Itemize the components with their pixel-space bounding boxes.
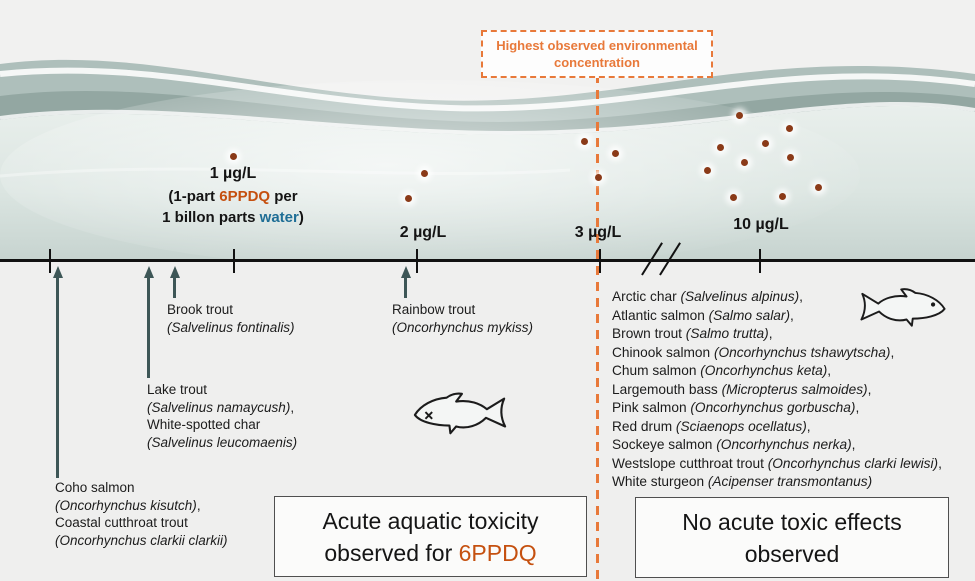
species-line: Chinook salmon (Oncorhynchus tshawytscha… [612,344,895,360]
species-line: White sturgeon (Acipenser transmontanus) [612,474,873,489]
axis-label-3ugL: 3 µg/L [574,224,622,241]
no-effect-box-line2: observed [744,540,840,567]
data-point-dot [785,124,793,132]
no-effect-species-list: Arctic char (Salvelinus alpinus), Atlanti… [612,288,942,492]
toxicity-box-line1: Acute aquatic toxicity [322,507,539,534]
axis-tick-3 [599,249,602,273]
axis-tick-0 [49,249,52,273]
data-point-dot [611,149,619,157]
species-line: Westslope cutthroat trout (Oncorhynchus … [612,455,942,471]
highest-concentration-callout: Highest observed environmental concentra… [481,30,713,78]
arrow-head-icon [400,266,411,278]
arrow-marker-lake-trout [143,266,154,378]
live-fish-icon [860,288,946,327]
data-point-dot [761,139,769,147]
species-line: Pink salmon (Oncorhynchus gorbuscha), [612,400,860,415]
data-point-dot [594,173,602,181]
environmental-concentration-line [596,74,599,581]
species-label-brook-trout: Brook trout (Salvelinus fontinalis) [167,301,295,336]
species-line: Chum salmon (Oncorhynchus keta), [612,363,832,378]
species-line: Coastal cutthroat trout [55,515,188,531]
arrow-marker-brook-trout [169,266,180,298]
species-line: Coho salmon [55,480,135,495]
species-line: Largemouth bass (Micropterus salmoides), [612,381,872,397]
axis-tick-2 [416,249,419,273]
axis-label-2ugL: 2 µg/L [399,224,447,241]
species-line: White-spotted char [147,417,261,433]
species-line: (Oncorhynchus mykiss) [392,319,534,335]
concentration-axis [0,259,975,262]
data-point-dot [404,194,412,202]
arrow-head-icon [143,266,154,278]
species-line: (Oncorhynchus kisutch), [55,497,201,513]
concentration-definition: 1 µg/L (1-part 6PPDQ per 1 billon parts … [162,165,304,228]
species-line: Sockeye salmon (Oncorhynchus nerka), [612,437,856,452]
species-line: (Oncorhynchus clarkii clarkii) [55,532,228,548]
data-point-dot [703,166,711,174]
data-point-dot [420,169,428,177]
species-label-rainbow-trout: Rainbow trout (Oncorhynchus mykiss) [392,301,533,336]
species-line: Rainbow trout [392,302,476,317]
axis-label-1ugL: 1 µg/L [209,165,257,182]
toxicity-observed-box: Acute aquatic toxicity observed for 6PPD… [274,496,587,577]
data-point-dot [735,111,743,119]
data-point-dot [580,137,588,145]
species-line: Lake trout [147,382,208,397]
species-line: (Salvelinus namaycush), [147,399,295,415]
chem-6ppdq-text: 6PPDQ [458,539,537,566]
axis-tick-1 [233,249,236,273]
axis-tick-10 [759,249,762,273]
arrow-head-icon [52,266,63,278]
species-line: Arctic char (Salvelinus alpinus), [612,289,803,304]
species-line: Brown trout (Salmo trutta), [612,326,773,341]
dot-eye-icon [930,302,936,307]
data-point-dot [778,192,786,200]
arrow-marker-rainbow-trout [400,266,411,298]
data-point-dot [740,158,748,166]
water-illustration [0,0,975,262]
axis-label-10ugL: 10 µg/L [733,216,789,233]
callout-text-line2: concentration [554,55,640,70]
species-label-coho-salmon: Coho salmon (Oncorhynchus kisutch), Coasta… [55,479,228,549]
species-line: (Salvelinus leucomaenis) [147,434,298,450]
data-point-dot [786,153,794,161]
data-point-dot [729,193,737,201]
toxicity-box-line2: observed for 6PPDQ [324,539,537,566]
species-line: (Salvelinus fontinalis) [167,319,295,335]
data-point-dot [716,143,724,151]
species-line: Red drum (Sciaenops ocellatus), [612,418,811,434]
data-point-dot [229,152,237,160]
data-point-dot [814,183,822,191]
no-effect-box-line1: No acute toxic effects [682,508,902,535]
arrow-head-icon [169,266,180,278]
arrow-marker-coho [52,266,63,478]
no-effect-box: No acute toxic effects observed [635,497,949,578]
water-text: water [259,209,299,226]
species-label-lake-trout: Lake trout (Salvelinus namaycush), White-s… [147,381,297,451]
definition-line1: (1-part 6PPDQ per [168,188,298,205]
species-line: Atlantic salmon (Salmo salar), [612,307,794,323]
dead-fish-icon [413,392,507,435]
chem-6ppdq-text: 6PPDQ [219,188,271,205]
species-line: Brook trout [167,302,234,317]
x-eye-icon [424,411,433,420]
callout-text-line1: Highest observed environmental [496,38,698,53]
definition-line2: 1 billon parts water) [162,209,304,226]
